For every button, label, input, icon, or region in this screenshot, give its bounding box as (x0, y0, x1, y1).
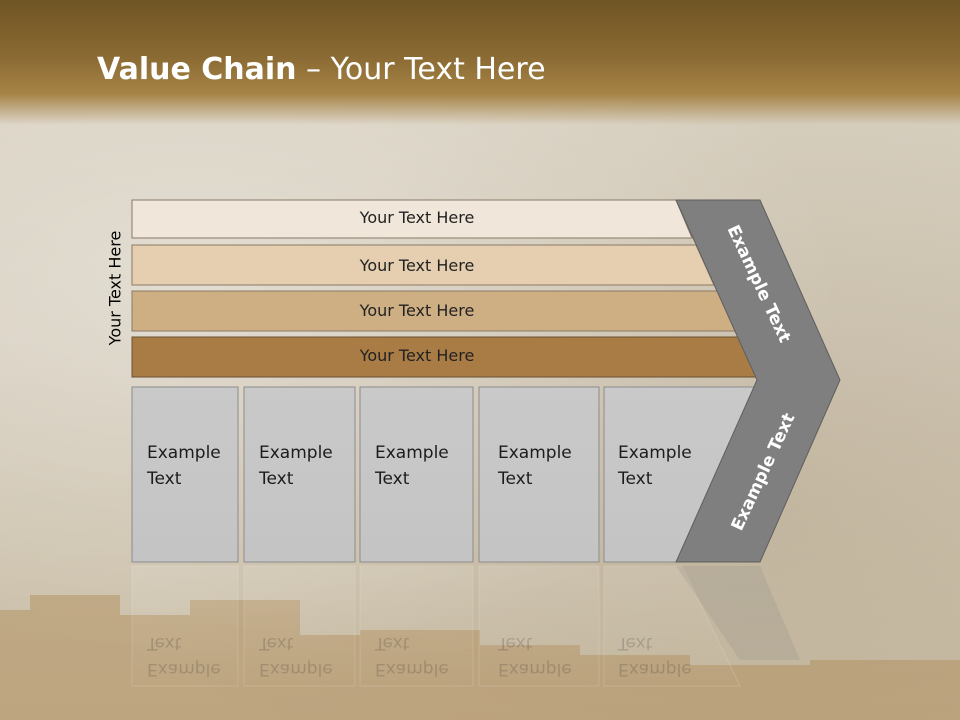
band-3-label: Your Text Here (359, 301, 475, 320)
box-1-line1: Example (147, 443, 221, 463)
box-4 (478, 386, 600, 563)
box-1 (131, 386, 239, 563)
band-2-label: Your Text Here (359, 256, 475, 275)
box-2-line2: Text (259, 469, 294, 489)
box-2-line1: Example (259, 443, 333, 463)
box-3-line2: Text (375, 469, 410, 489)
title-rest: – Your Text Here (296, 52, 546, 87)
band-1-label: Your Text Here (359, 208, 475, 227)
band-4-label: Your Text Here (359, 346, 475, 365)
box-3 (359, 386, 474, 563)
box-2 (243, 386, 356, 563)
box-5-line1: Example (618, 443, 692, 463)
title-bold: Value Chain (97, 52, 297, 87)
band-1 (131, 199, 693, 239)
box-1-line2: Text (147, 469, 182, 489)
box-4-line2: Text (498, 469, 533, 489)
chevron-arrow (675, 199, 841, 563)
box-3-line1: Example (375, 443, 449, 463)
boxes-reflection (131, 565, 741, 687)
header-band (0, 0, 960, 125)
page-title: Value Chain – Your Text Here (97, 52, 546, 87)
box-4-line1: Example (498, 443, 572, 463)
box-5-line2: Text (618, 469, 653, 489)
chevron-reflection (676, 566, 800, 660)
